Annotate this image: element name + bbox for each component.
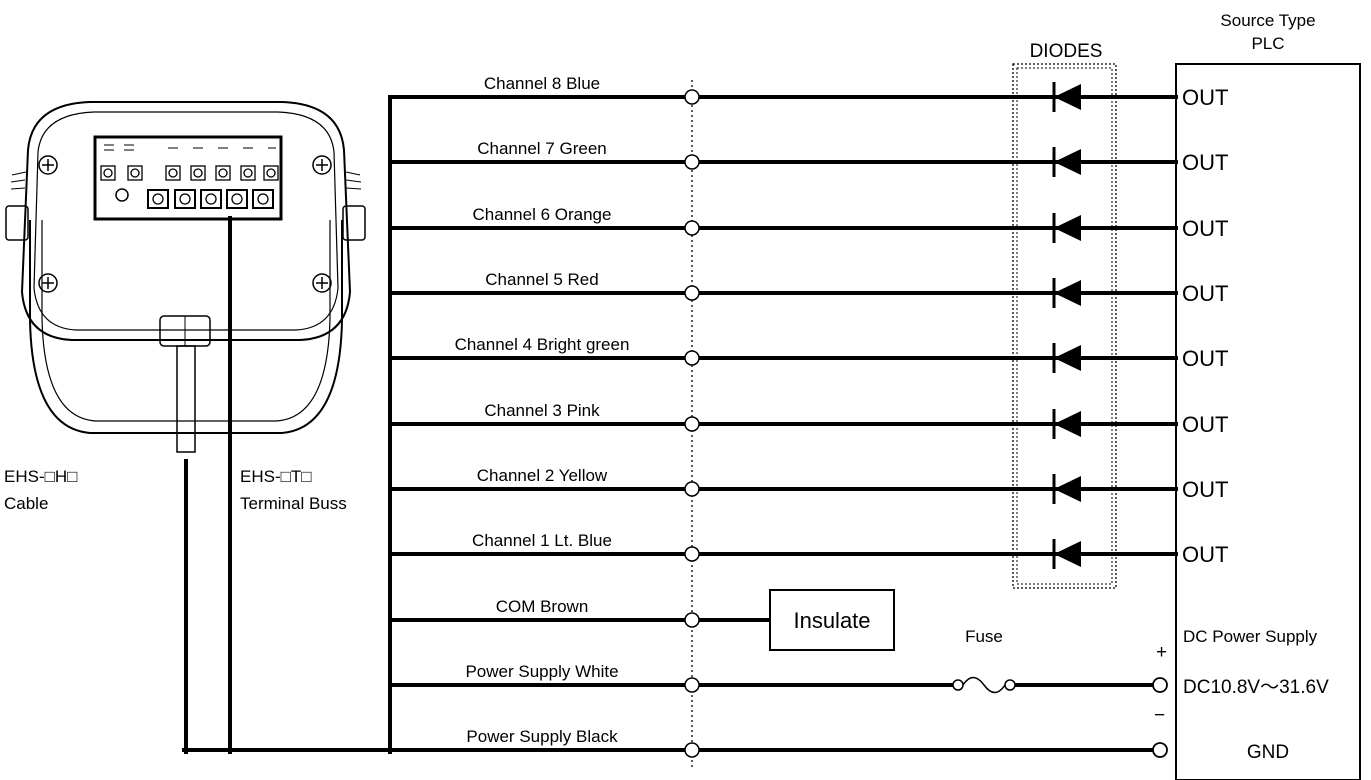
insulate-label: Insulate	[793, 608, 870, 633]
dc-power-supply-label: DC Power Supply	[1183, 627, 1318, 646]
out-terminal-5: OUT	[1182, 281, 1228, 306]
terminal-screws	[100, 165, 279, 209]
channel-8-label: Channel 8 Blue	[484, 74, 600, 93]
channel-6-label: Channel 6 Orange	[473, 205, 612, 224]
channel-1-label: Channel 1 Lt. Blue	[472, 531, 612, 550]
channel-4-label: Channel 4 Bright green	[455, 335, 630, 354]
cable-model-label: EHS-□H□	[4, 467, 77, 486]
channel-2-label: Channel 2 Yellow	[477, 466, 608, 485]
out-terminal-1: OUT	[1182, 542, 1228, 567]
com-label: COM Brown	[496, 597, 589, 616]
terminal-model-label: EHS-□T□	[240, 467, 312, 486]
diodes-label: DIODES	[1030, 41, 1103, 62]
minus-sign: −	[1154, 705, 1165, 726]
dc-voltage-label: DC10.8V～31.6V	[1183, 677, 1329, 698]
diodes-box	[1012, 63, 1117, 589]
fuse-label: Fuse	[965, 627, 1003, 646]
out-terminal-4: OUT	[1182, 346, 1228, 371]
diode-icon	[1052, 82, 1081, 569]
plc-box	[1175, 63, 1361, 780]
out-terminal-8: OUT	[1182, 85, 1228, 110]
channel-7-label: Channel 7 Green	[477, 139, 606, 158]
channel-5-label: Channel 5 Red	[485, 270, 598, 289]
channel-3-label: Channel 3 Pink	[484, 401, 600, 420]
fuse-icon	[952, 676, 1016, 694]
labels: Source Type PLC DIODES Channel 8 Blue Ch…	[4, 11, 1329, 763]
plc-title-line1: Source Type	[1220, 11, 1315, 30]
out-terminal-6: OUT	[1182, 216, 1228, 241]
plc-title-line2: PLC	[1251, 34, 1284, 53]
power-white-label: Power Supply White	[465, 662, 618, 681]
device-illustration	[5, 101, 366, 453]
plus-sign: +	[1156, 642, 1167, 663]
terminal-block	[93, 135, 283, 221]
insulate-box	[769, 589, 895, 651]
wiring	[182, 95, 1178, 754]
terminal-buss-label: Terminal Buss	[240, 494, 347, 513]
out-terminal-3: OUT	[1182, 412, 1228, 437]
out-terminal-2: OUT	[1182, 477, 1228, 502]
screw-icon	[38, 155, 332, 293]
cable-label: Cable	[4, 494, 48, 513]
power-black-label: Power Supply Black	[466, 727, 618, 746]
connector-points	[684, 89, 700, 758]
power-terminals	[1152, 677, 1168, 758]
out-terminal-7: OUT	[1182, 150, 1228, 175]
gnd-label: GND	[1247, 742, 1289, 763]
